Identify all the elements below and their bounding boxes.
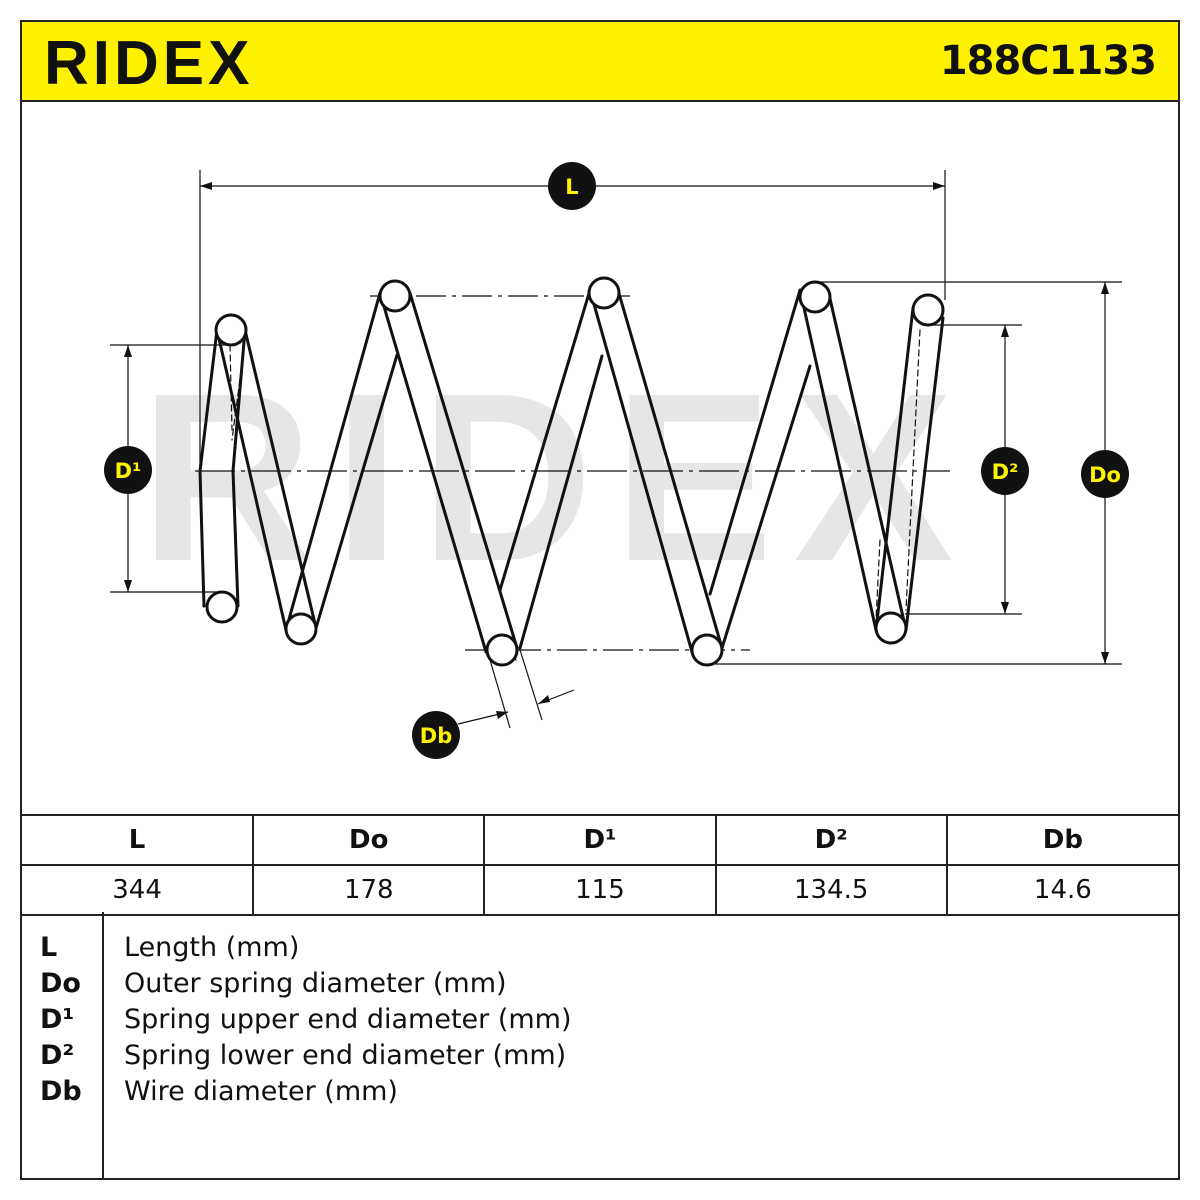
specs-header-cell: Do [252, 814, 486, 866]
legend-desc: Wire diameter (mm) [124, 1076, 398, 1107]
watermark-logo: RIDEX [140, 343, 973, 611]
legend-divider [102, 912, 104, 1178]
legend-key: Db [40, 1076, 82, 1107]
coil-ends [205, 276, 945, 667]
svg-text:D²: D² [992, 460, 1019, 484]
part-number: 188C1133 [939, 38, 1157, 84]
legend-key: D¹ [40, 1004, 75, 1035]
legend-desc: Spring upper end diameter (mm) [124, 1004, 572, 1035]
legend: L Length (mm) Do Outer spring diameter (… [22, 912, 1178, 1178]
legend-key: L [40, 932, 58, 963]
dimension-arrows [124, 182, 1109, 719]
specs-value-cell: 115 [483, 864, 717, 916]
specs-table: L Do D¹ D² Db 344 178 115 134.5 14.6 [22, 814, 1178, 916]
svg-text:RIDEX: RIDEX [44, 29, 253, 96]
svg-text:Db: Db [420, 724, 452, 748]
legend-desc: Spring lower end diameter (mm) [124, 1040, 567, 1071]
svg-text:D¹: D¹ [115, 459, 142, 483]
specs-header-cell: L [22, 814, 255, 866]
spec-sheet: RIDEX 188C1133 RIDEX [20, 20, 1180, 1180]
badge-Db: Db [412, 711, 460, 759]
legend-desc: Length (mm) [124, 932, 300, 963]
specs-header-cell: Db [945, 814, 1178, 866]
specs-header-cell: D¹ [483, 814, 717, 866]
legend-desc: Outer spring diameter (mm) [124, 968, 507, 999]
specs-value-row: 344 178 115 134.5 14.6 [22, 864, 1178, 916]
badge-L: L [548, 162, 596, 210]
svg-text:L: L [565, 175, 578, 199]
header-bar: RIDEX 188C1133 [22, 22, 1178, 102]
badge-D2: D² [981, 447, 1029, 495]
spring-drawing: RIDEX [104, 162, 1129, 759]
legend-key: D² [40, 1040, 75, 1071]
legend-key: Do [40, 968, 81, 999]
specs-value-cell: 14.6 [945, 864, 1178, 916]
badge-D1: D¹ [104, 446, 152, 494]
specs-value-cell: 134.5 [714, 864, 948, 916]
svg-text:Do: Do [1089, 463, 1121, 487]
ridex-logo: RIDEX [44, 29, 253, 96]
specs-header-cell: D² [714, 814, 948, 866]
specs-header-row: L Do D¹ D² Db [22, 814, 1178, 866]
specs-value-cell: 344 [22, 864, 255, 916]
badge-Do: Do [1081, 450, 1129, 498]
specs-value-cell: 178 [252, 864, 486, 916]
